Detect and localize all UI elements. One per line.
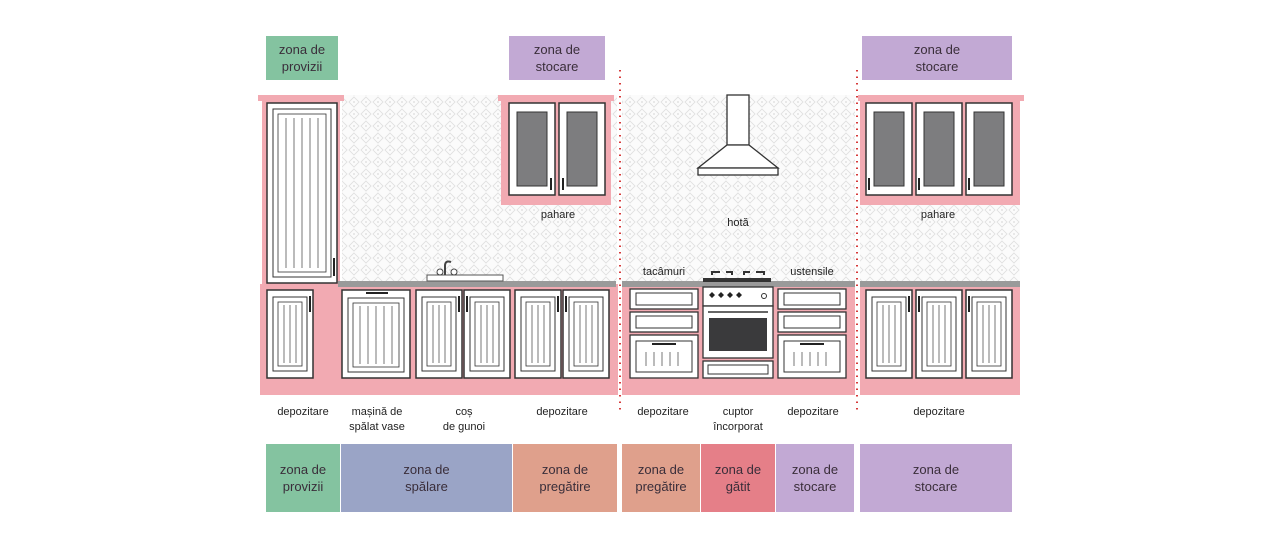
countertop-left — [338, 281, 616, 287]
zone-line2: provizii — [281, 59, 323, 74]
base-cabinet-door — [865, 289, 913, 379]
bottom-zone-gatit: zona de gătit — [701, 444, 775, 512]
cooktop-icon — [703, 271, 771, 282]
caption-line1: cuptor — [722, 406, 754, 418]
label-dishwasher: mașină de spălat vase — [338, 405, 416, 435]
zone-line1: zona de — [278, 42, 326, 57]
label-depozitare-1: depozitare — [262, 405, 344, 420]
top-zone-stocare-right: zona de stocare — [862, 36, 1012, 80]
top-zone-provizii: zona de provizii — [266, 36, 338, 80]
base-cabinet-door — [915, 289, 963, 379]
caption-line1: depozitare — [913, 406, 965, 418]
countertop-right — [860, 281, 1020, 287]
zone-line1: zona de — [533, 42, 581, 57]
zone-line1: zona de — [912, 462, 960, 477]
label-tacamuri: tacâmuri — [642, 266, 686, 278]
zone-line2: stocare — [915, 59, 959, 74]
label-depozitare-2: depozitare — [520, 405, 604, 420]
dishwasher-icon — [341, 289, 411, 379]
backsplash-right — [860, 205, 1020, 283]
zone-line1: zona de — [637, 462, 685, 477]
base-cabinet-door — [514, 289, 562, 379]
caption-line1: depozitare — [536, 406, 588, 418]
label-ustensile: ustensile — [790, 266, 834, 278]
zone-line2: stocare — [535, 59, 579, 74]
label-depozitare-3: depozitare — [622, 405, 704, 420]
bottom-zone-stocare-center: zona de stocare — [776, 444, 854, 512]
top-zone-stocare-left: zona de stocare — [509, 36, 605, 80]
caption-line1: depozitare — [787, 406, 839, 418]
zone-line2: spălare — [405, 479, 448, 494]
drawer-stack-left — [629, 288, 699, 379]
tall-pantry-door — [266, 102, 338, 284]
zone-line2: provizii — [282, 479, 324, 494]
zone-line1: zona de — [403, 462, 450, 477]
base-cabinet-door — [562, 289, 610, 379]
drawer-stack-right — [777, 288, 847, 379]
caption-line1: depozitare — [277, 406, 329, 418]
caption-line1: mașină de — [351, 406, 403, 418]
base-cabinet-door — [266, 289, 314, 379]
zone-line1: zona de — [714, 462, 762, 477]
bottom-zone-pregatire-center: zona de pregătire — [622, 444, 700, 512]
bottom-zone-stocare-right: zona de stocare — [860, 444, 1012, 512]
base-cabinets — [266, 289, 1013, 379]
bottom-zone-pregatire-left: zona de pregătire — [513, 444, 617, 512]
caption-line2: încorporat — [713, 421, 763, 433]
caption-line1: coș — [455, 406, 473, 418]
oven-icon — [702, 286, 774, 379]
caption-line2: spălat vase — [349, 421, 405, 433]
upper-glass-cabinet-left — [508, 102, 606, 196]
range-hood-icon — [696, 94, 780, 176]
zone-line1: zona de — [541, 462, 589, 477]
label-hota: hotă — [727, 217, 749, 229]
label-trash-bin: coș de gunoi — [424, 405, 504, 435]
label-pahare-right: pahare — [920, 209, 956, 221]
base-cabinet-door — [415, 289, 463, 379]
zone-line2: stocare — [793, 479, 837, 494]
faucet-icon — [426, 260, 504, 282]
caption-line2: de gunoi — [442, 421, 486, 433]
label-depozitare-4: depozitare — [774, 405, 852, 420]
zone-line2: pregătire — [635, 479, 687, 494]
zone-line2: stocare — [914, 479, 958, 494]
bottom-zone-spalare: zona de spălare — [341, 444, 512, 512]
zone-line2: pregătire — [539, 479, 591, 494]
label-pahare-left: pahare — [540, 209, 576, 221]
zone-line1: zona de — [791, 462, 839, 477]
label-depozitare-5: depozitare — [880, 405, 998, 420]
zone-line1: zona de — [913, 42, 961, 57]
zone-line2: gătit — [725, 479, 751, 494]
base-cabinet-door — [463, 289, 511, 379]
upper-glass-cabinet-right — [865, 102, 1013, 196]
zone-line1: zona de — [279, 462, 327, 477]
countertop-center — [622, 281, 855, 287]
caption-line1: depozitare — [637, 406, 689, 418]
label-oven: cuptor încorporat — [702, 405, 774, 435]
bottom-zone-provizii: zona de provizii — [266, 444, 340, 512]
base-cabinet-door — [965, 289, 1013, 379]
